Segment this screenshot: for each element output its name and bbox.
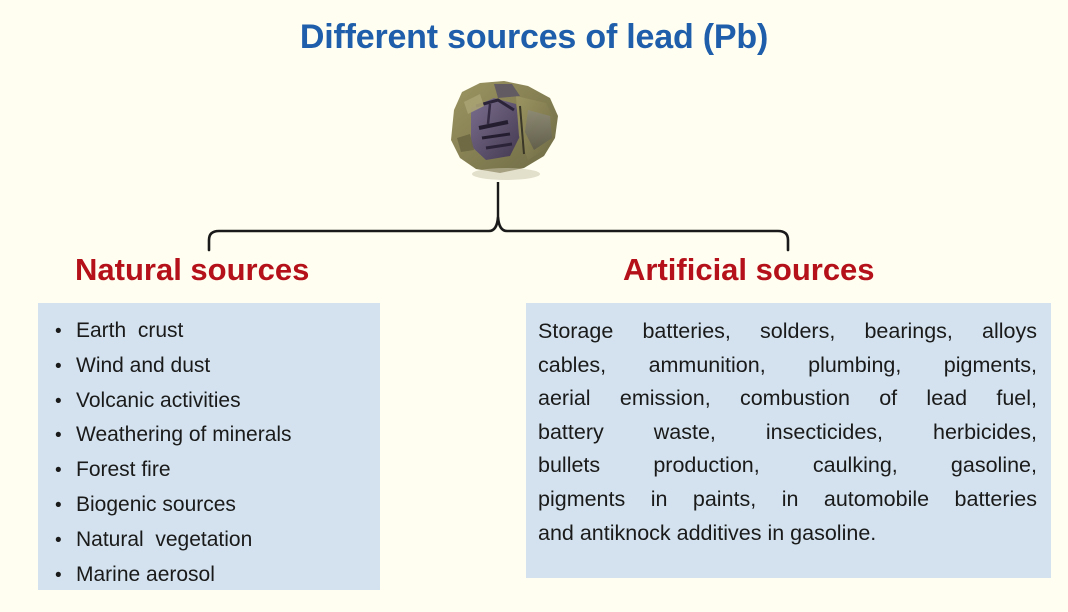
list-item-label: Earth crust — [76, 319, 184, 342]
list-item-label: Volcanic activities — [76, 388, 241, 412]
artificial-sources-paragraph: Storage batteries, solders, bearings, al… — [538, 315, 1037, 550]
branch-heading-natural: Natural sources — [75, 252, 310, 287]
paragraph-line: bullets production, caulking, gasoline, — [538, 453, 1037, 478]
bullet-icon: • — [55, 529, 62, 551]
panel-natural-sources: • Earth crust • Wind and dust • Volcanic… — [38, 303, 380, 590]
list-item: • Marine aerosol — [50, 558, 368, 593]
list-item: • Earth crust — [50, 314, 368, 349]
bullet-icon: • — [55, 390, 62, 412]
paragraph-line: pigments in paints, in automobile batter… — [538, 486, 1037, 511]
bullet-icon: • — [55, 564, 62, 586]
natural-sources-list: • Earth crust • Wind and dust • Volcanic… — [50, 314, 368, 592]
list-item-label: Natural vegetation — [76, 527, 253, 551]
list-item-label: Marine aerosol — [76, 562, 215, 586]
paragraph-line: aerial emission, combustion of lead fuel… — [538, 386, 1037, 411]
galena-ore-illustration — [451, 81, 558, 180]
bullet-icon: • — [55, 460, 62, 482]
list-item-label: Biogenic sources — [76, 492, 236, 516]
list-item: • Forest fire — [50, 453, 368, 488]
list-item: • Volcanic activities — [50, 384, 368, 419]
list-item-label: Wind and dust — [76, 353, 211, 377]
list-item-label: Forest fire — [76, 458, 171, 482]
list-item: • Natural vegetation — [50, 523, 368, 558]
bullet-icon: • — [55, 321, 62, 342]
page-title: Different sources of lead (Pb) — [299, 18, 769, 56]
panel-artificial-sources: Storage batteries, solders, bearings, al… — [526, 303, 1051, 578]
paragraph-line: and antiknock additives in gasoline. — [538, 520, 877, 545]
paragraph-line: battery waste, insecticides, herbicides, — [538, 419, 1037, 444]
bullet-icon: • — [55, 425, 62, 447]
branch-heading-artificial: Artificial sources — [623, 252, 875, 287]
list-item-label: Weathering of minerals — [76, 423, 292, 447]
paragraph-line: cables, ammunition, plumbing, pigments, — [538, 352, 1037, 377]
list-item: • Weathering of minerals — [50, 418, 368, 453]
list-item: • Biogenic sources — [50, 488, 368, 523]
bullet-icon: • — [55, 494, 62, 516]
galena-lead-ore-specimen — [424, 76, 572, 186]
bullet-icon: • — [55, 355, 62, 377]
list-item: • Wind and dust — [50, 349, 368, 384]
paragraph-line: Storage batteries, solders, bearings, al… — [538, 319, 1037, 343]
